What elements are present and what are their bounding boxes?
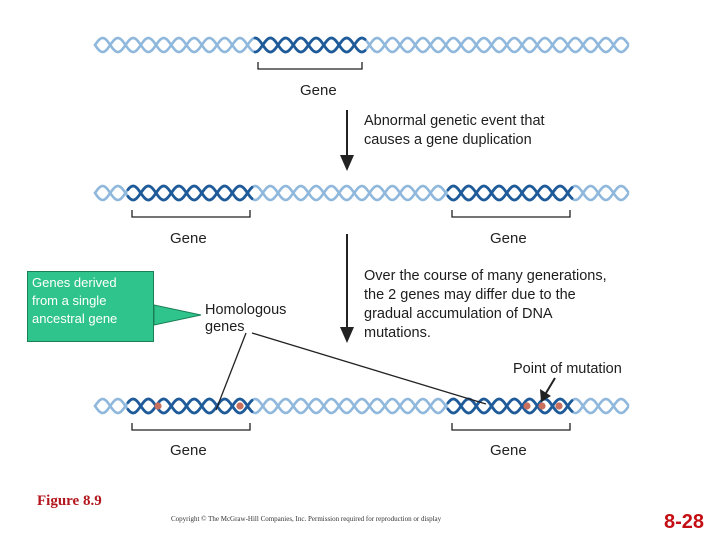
- figure-label: Figure 8.9: [37, 493, 102, 509]
- caption-line: causes a gene duplication: [364, 132, 532, 148]
- dna-strand-gene: [446, 184, 574, 202]
- gene-label-mid-right: Gene: [490, 230, 527, 247]
- callout-pointer: [153, 304, 202, 326]
- point-of-mutation-label: Point of mutation: [513, 361, 622, 377]
- caption-line: mutations.: [364, 325, 431, 341]
- page-number: 8-28: [664, 511, 705, 533]
- duplication-arrow: [340, 110, 354, 171]
- duplication-caption: Abnormal genetic event that causes a gen…: [364, 112, 545, 150]
- dna-strand-gene: [126, 397, 254, 415]
- homologous-pointer-right: [251, 332, 487, 405]
- dna-strand-gene: [446, 397, 574, 415]
- gene-label-bottom-left: Gene: [170, 442, 207, 459]
- gene-bracket-bottom-right: [451, 423, 571, 431]
- ancestral-gene-callout: Genes derived from a single ancestral ge…: [27, 271, 154, 342]
- mutation-marker: [236, 402, 244, 410]
- gene-bracket-bottom-left: [131, 423, 251, 431]
- caption-line: Over the course of many generations,: [364, 268, 607, 284]
- caption-line: Abnormal genetic event that: [364, 113, 545, 129]
- dna-helix-duplicated: [93, 184, 630, 202]
- homologous-pointer-left: [215, 332, 247, 411]
- dna-strand-gene: [126, 184, 254, 202]
- mutation-marker: [154, 402, 162, 410]
- callout-line: Genes derived: [32, 275, 117, 290]
- dna-helix-mutated: [93, 397, 630, 415]
- homologous-genes-label: Homologous genes: [205, 302, 286, 336]
- callout-line: from a single: [32, 293, 107, 308]
- homologous-line: genes: [205, 319, 245, 335]
- dna-strand-gene: [126, 184, 254, 202]
- dna-strand-gene: [253, 36, 367, 54]
- point-of-mutation-arrow: [540, 377, 556, 402]
- gene-label-bottom-right: Gene: [490, 442, 527, 459]
- dna-strand-gene: [253, 36, 367, 54]
- gene-bracket-mid-left: [131, 210, 251, 218]
- dna-strand-gene: [446, 184, 574, 202]
- gene-label-mid-left: Gene: [170, 230, 207, 247]
- mutation-marker: [555, 402, 563, 410]
- mutation-marker: [523, 402, 531, 410]
- mutation-arrow: [340, 234, 354, 343]
- homologous-line: Homologous: [205, 302, 287, 318]
- caption-line: the 2 genes may differ due to the: [364, 287, 576, 303]
- gene-bracket-top: [257, 62, 363, 70]
- gene-label-top: Gene: [300, 82, 337, 99]
- callout-line: ancestral gene: [32, 311, 118, 326]
- copyright-notice: Copyright © The McGraw-Hill Companies, I…: [171, 515, 442, 523]
- dna-strand-gene: [126, 397, 254, 415]
- dna-helix-original: [93, 36, 630, 54]
- mutation-marker: [538, 402, 546, 410]
- caption-line: gradual accumulation of DNA: [364, 306, 553, 322]
- accumulation-caption: Over the course of many generations, the…: [364, 267, 607, 343]
- gene-bracket-mid-right: [451, 210, 571, 218]
